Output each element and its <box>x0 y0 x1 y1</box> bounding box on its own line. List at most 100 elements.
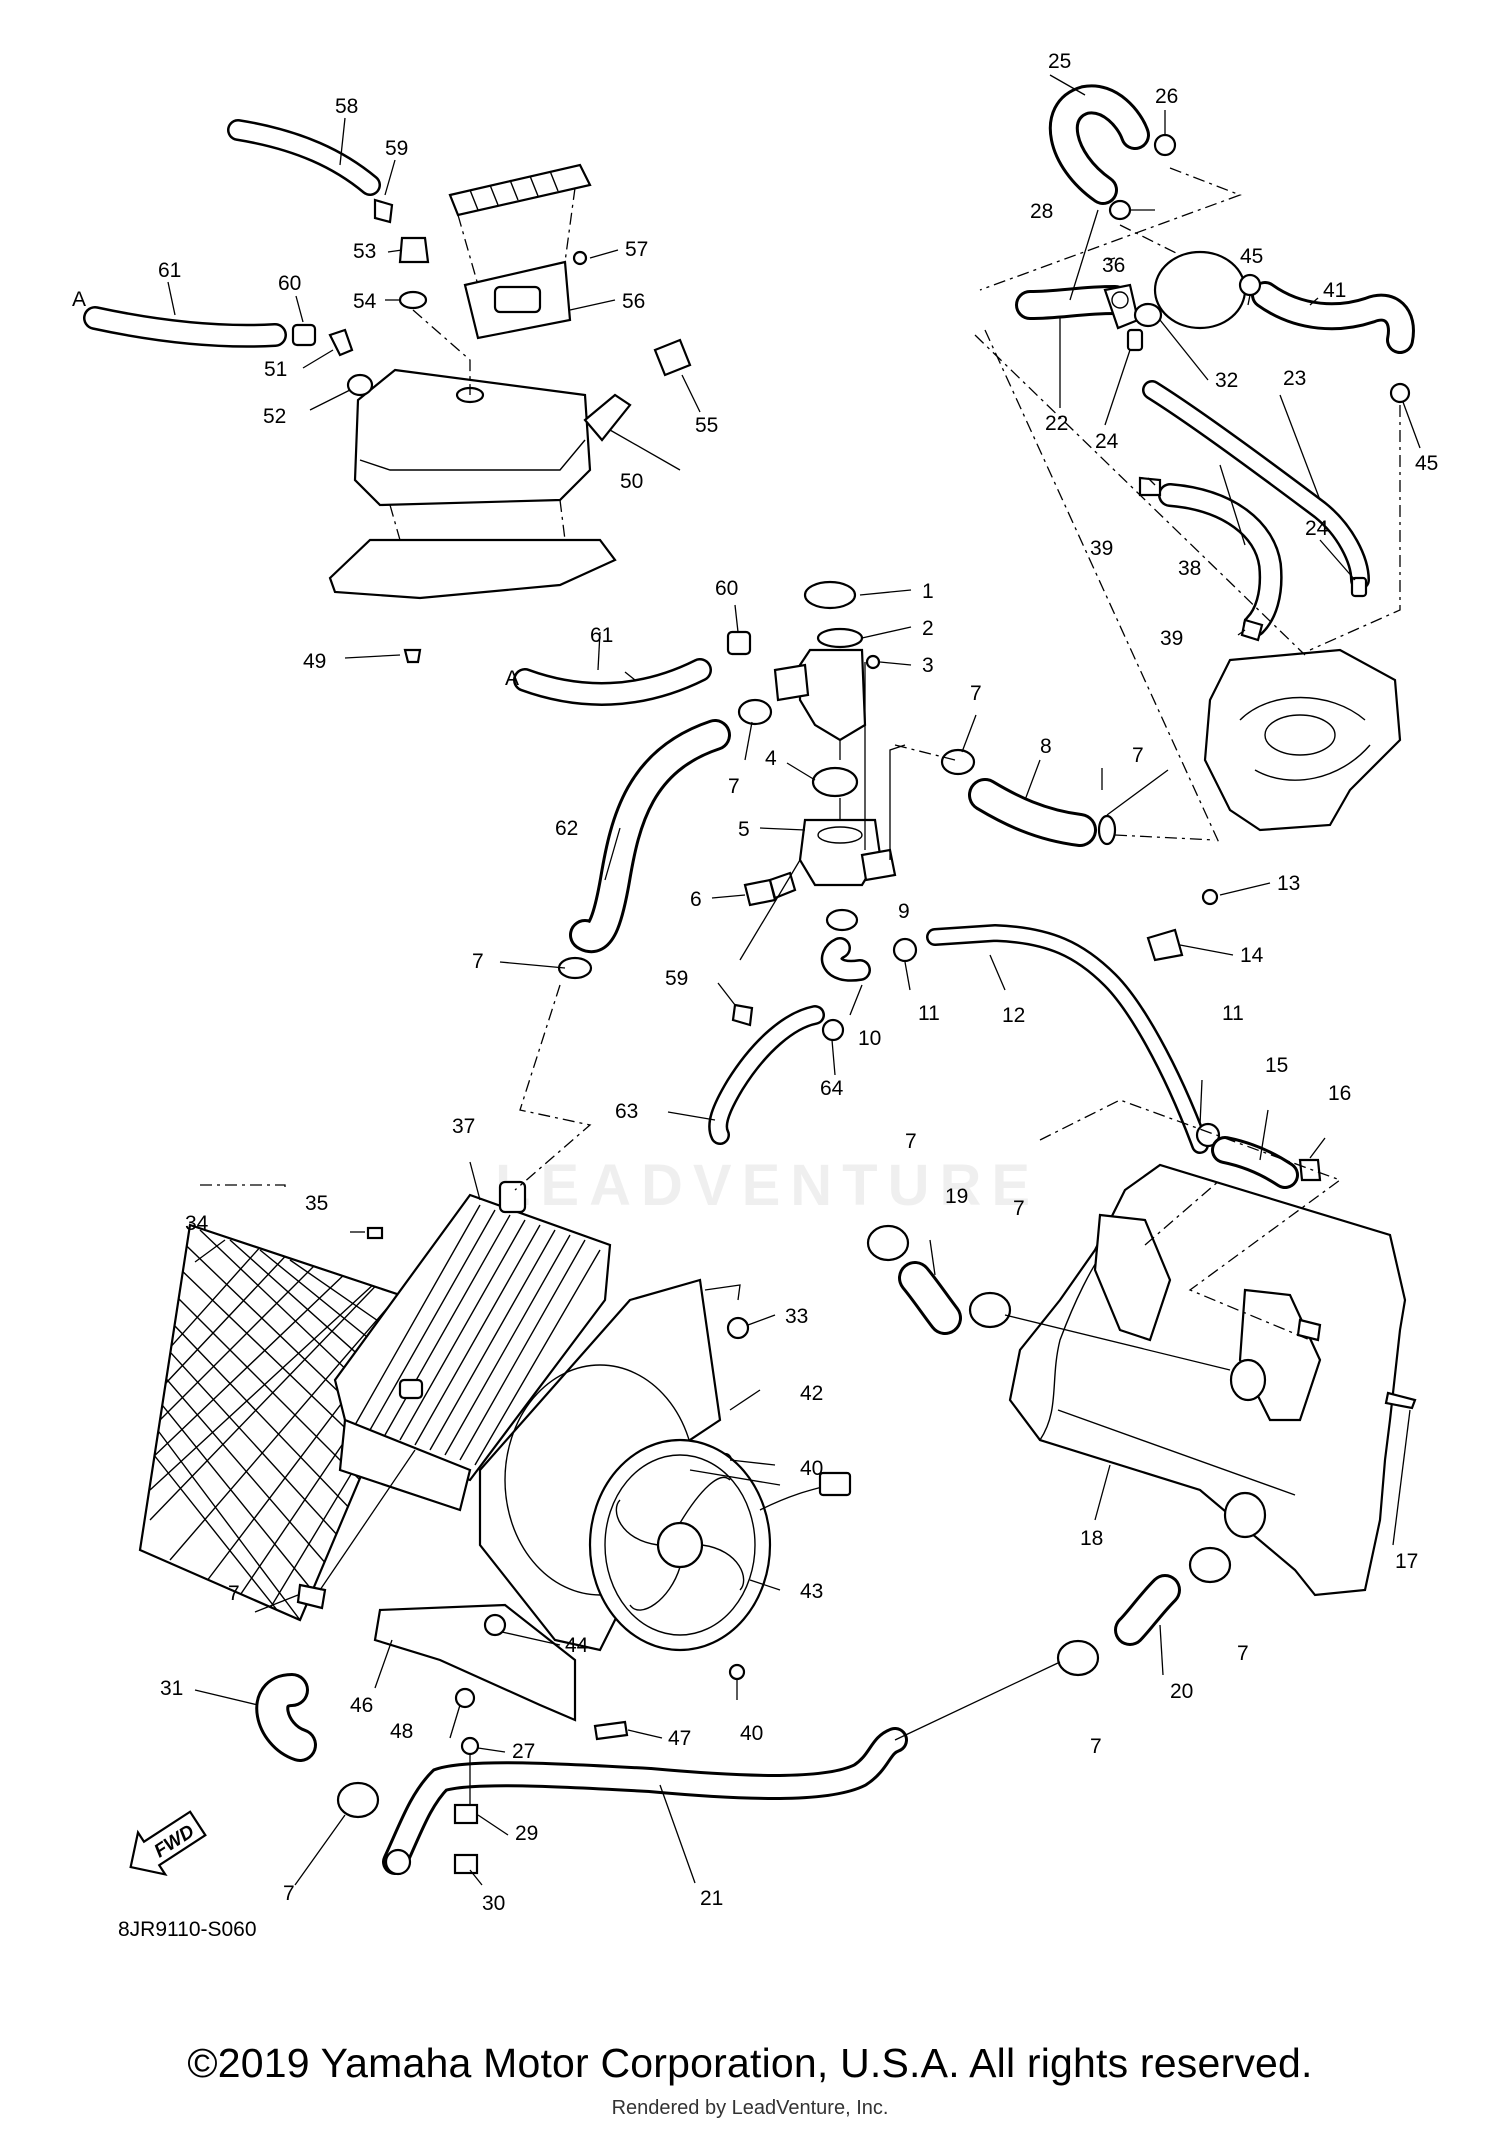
hose-joint-center <box>726 630 752 656</box>
watermark-text: LEADVENTURE <box>495 1153 1040 1218</box>
hose-clamp-28 <box>1108 199 1132 221</box>
hose-clamp-9 <box>825 908 859 932</box>
callout-32: 32 <box>1215 369 1238 392</box>
callout-7-j: 7 <box>1237 1642 1249 1665</box>
callout-35: 35 <box>305 1192 328 1215</box>
water-pump-housing <box>1203 648 1402 832</box>
hose-clamp-19-a <box>866 1224 910 1262</box>
callout-55: 55 <box>695 414 718 437</box>
fwd-arrow-icon: FWD <box>129 1810 207 1877</box>
hose-clamp-45-a <box>1238 273 1262 297</box>
hose-clamp-19-b <box>968 1291 1012 1329</box>
fan-hub <box>656 1521 704 1569</box>
water-pump-group <box>974 84 1415 846</box>
hose-clamp-20-b <box>1056 1639 1100 1677</box>
callout-48: 48 <box>390 1720 413 1743</box>
radiator-cap <box>803 580 857 610</box>
hose-clamp-center-a <box>737 698 773 726</box>
callout-6: 6 <box>690 888 702 911</box>
bracket-screw <box>572 250 588 266</box>
callout-37: 37 <box>452 1115 475 1138</box>
hose-clamp-31-top <box>296 1583 327 1610</box>
callout-16: 16 <box>1328 1082 1351 1105</box>
callout-54: 54 <box>353 290 377 313</box>
thermostat <box>811 766 859 798</box>
callout-30: 30 <box>482 1892 505 1915</box>
callout-24-a: 24 <box>1095 430 1119 453</box>
callout-53: 53 <box>353 240 376 263</box>
filler-screw <box>865 654 881 670</box>
callout-7-e: 7 <box>905 1130 917 1153</box>
callout-21: 21 <box>700 1887 723 1910</box>
callout-17: 17 <box>1395 1550 1418 1573</box>
frame-bolt-17 <box>1384 1391 1417 1410</box>
callout-7-i: 7 <box>1090 1735 1102 1758</box>
callout-18: 18 <box>1080 1527 1103 1550</box>
callout-42: 42 <box>800 1382 823 1405</box>
callout-61-a: 61 <box>158 259 181 282</box>
plate-bolt-47 <box>593 1720 629 1741</box>
callout-7-f: 7 <box>1013 1197 1025 1220</box>
callout-4: 4 <box>765 747 777 770</box>
callout-10: 10 <box>858 1027 881 1050</box>
callout-24-b: 24 <box>1305 517 1329 540</box>
tank-nut <box>346 373 374 397</box>
callout-45-b: 45 <box>1415 452 1438 475</box>
hose-joint <box>291 323 317 347</box>
plate-grommet-44 <box>483 1613 507 1637</box>
diagram-code: 8JR9110-S060 <box>118 1918 257 1941</box>
leader-lines <box>167 74 1421 1886</box>
callout-39-b: 39 <box>1160 627 1183 650</box>
tank-guard-rib <box>448 163 592 217</box>
callout-25: 25 <box>1048 50 1071 73</box>
copyright-notice: ©2019 Yamaha Motor Corporation, U.S.A. A… <box>187 2040 1313 2086</box>
hose-clamp-45-b <box>1389 382 1411 404</box>
hose-clamp-24-b <box>1350 576 1368 598</box>
callout-7-a: 7 <box>728 775 740 798</box>
hose-clamp-8-b <box>1097 814 1117 846</box>
callout-13: 13 <box>1277 872 1300 895</box>
frame-mount <box>1229 1358 1267 1402</box>
reservoir-tank <box>353 368 592 507</box>
callout-40-b: 40 <box>740 1722 763 1745</box>
pump-cover <box>1153 250 1247 330</box>
callout-47: 47 <box>668 1727 691 1750</box>
callout-15: 15 <box>1265 1054 1288 1077</box>
callout-39-a: 39 <box>1090 537 1113 560</box>
callout-1: 1 <box>922 580 934 603</box>
callout-31: 31 <box>160 1677 183 1700</box>
pipe-bolt <box>1201 888 1219 906</box>
frame-bracket-left <box>1093 1213 1172 1342</box>
callout-44: 44 <box>565 1634 589 1657</box>
callout-7-h: 7 <box>283 1882 295 1905</box>
callout-9: 9 <box>898 900 910 923</box>
radiator-group <box>138 984 908 1876</box>
lower-plate <box>373 1603 577 1722</box>
letter-a-lower: A <box>505 667 519 690</box>
hose-clamp-28-b <box>1296 1318 1322 1342</box>
callout-62: 62 <box>555 817 578 840</box>
callout-11-a: 11 <box>918 1002 940 1025</box>
hose-clamp-20-a <box>1188 1546 1232 1584</box>
callout-19: 19 <box>945 1185 968 1208</box>
callout-36: 36 <box>1102 254 1125 277</box>
callout-28: 28 <box>1030 200 1053 223</box>
callout-34: 34 <box>185 1212 209 1235</box>
pipe-nut-30 <box>453 1853 479 1875</box>
hose-clamp-59-top <box>373 198 394 224</box>
callout-46: 46 <box>350 1694 373 1717</box>
callout-29: 29 <box>515 1822 538 1845</box>
tank-breather-neck <box>583 393 632 442</box>
screen-clip-35 <box>366 1226 384 1240</box>
hose-clamp-31-bottom <box>336 1781 380 1819</box>
bracket-slot <box>493 285 542 314</box>
callout-7-d: 7 <box>472 950 484 973</box>
elbow-fitting <box>328 328 354 357</box>
reservoir-tank-group <box>83 119 692 664</box>
callout-5: 5 <box>738 818 750 841</box>
callout-27: 27 <box>512 1740 535 1763</box>
reservoir-cap <box>398 236 430 264</box>
rubber-mount-33 <box>726 1316 750 1340</box>
callout-33: 33 <box>785 1305 808 1328</box>
sensor-plug <box>768 871 797 900</box>
